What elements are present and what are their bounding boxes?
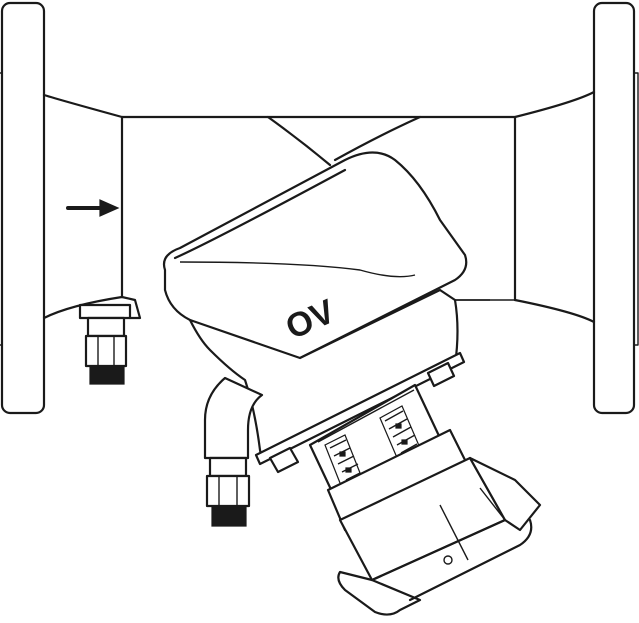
scale-right	[380, 406, 420, 460]
flow-arrow-icon	[68, 200, 118, 216]
right-flange	[594, 3, 638, 413]
left-test-point	[80, 297, 140, 384]
handwheel	[328, 430, 540, 615]
left-flange	[0, 3, 44, 413]
valve-bonnet: OV	[164, 153, 466, 379]
lower-test-point	[205, 378, 262, 526]
bonnet-flange	[256, 353, 464, 472]
adjusting-insert	[310, 385, 440, 498]
